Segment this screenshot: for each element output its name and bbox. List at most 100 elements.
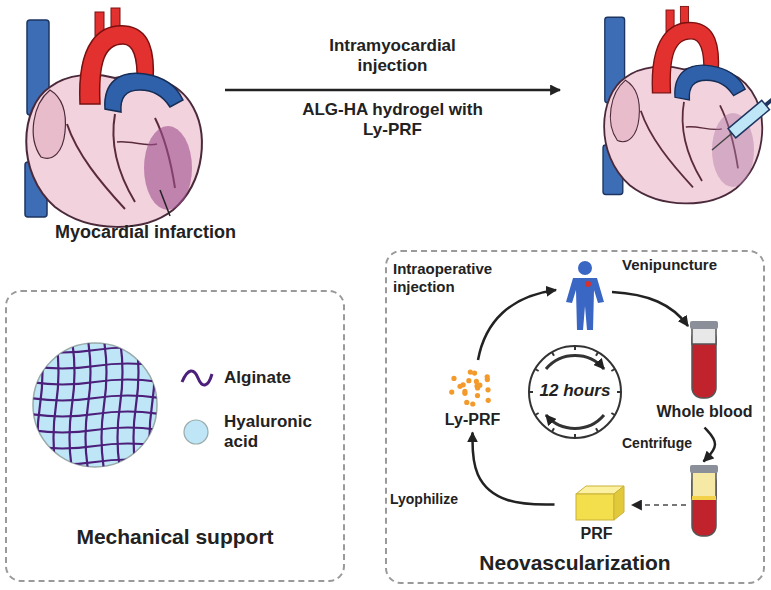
panel-box: Mechanical support (5, 290, 345, 582)
alginate-strand (70, 340, 75, 470)
annotation-text: Myocardial infarction (55, 222, 236, 242)
label-holder: ALG-HA hydrogel with Ly-PRF (300, 100, 485, 141)
prf-block (576, 486, 624, 520)
duration-label: 12 hours (540, 381, 611, 400)
prf-layer (692, 496, 716, 500)
label-holder: Venipuncture (622, 256, 737, 274)
process-arrow (225, 89, 560, 92)
tube-cap (690, 465, 718, 473)
process-arrow (704, 428, 716, 462)
tube-top (692, 328, 716, 344)
clock-face (529, 346, 621, 438)
clock-tick (574, 434, 576, 438)
particle (475, 393, 480, 398)
block-front (576, 494, 614, 520)
panel-box: Neovascularization Whole bloodPRF Ly-PRF (385, 250, 765, 584)
centrifuged-tube (690, 465, 718, 536)
clock-tick (552, 428, 554, 431)
clock-tick (535, 369, 538, 371)
clock-tick (574, 346, 576, 350)
alginate-strand (150, 340, 155, 470)
process-arrow (473, 433, 555, 505)
panel-title: Mechanical support (7, 524, 343, 549)
alginate-strand (30, 396, 160, 401)
edge-label-holder: Centrifuge (622, 434, 692, 452)
heart-treated (603, 6, 762, 203)
clock-ticks (529, 346, 621, 438)
leader-line (160, 190, 170, 216)
alginate-strand (38, 340, 43, 470)
legend-swatch-holder (176, 418, 216, 446)
alginate-strand (30, 412, 160, 417)
legend-swatch-holder (176, 364, 216, 392)
cycle-arrow (612, 292, 688, 326)
particle (449, 390, 454, 395)
syringe (708, 89, 771, 156)
particle (475, 385, 480, 390)
particle (470, 401, 475, 406)
legend-item: Hyaluronic acid (176, 412, 336, 453)
alginate-strand (30, 348, 160, 353)
particle (462, 391, 467, 396)
node-label: PRF (565, 524, 629, 543)
clock-tick (596, 352, 598, 355)
plasma-layer (692, 472, 716, 498)
node-label: Ly-PRF (438, 410, 508, 429)
step-label: Lyophilize (390, 491, 458, 507)
figure-heart (585, 281, 591, 287)
infarct-region (144, 126, 192, 210)
block-side (614, 486, 624, 520)
label-holder: 12 hours (530, 381, 620, 401)
alginate-swatch (182, 371, 212, 385)
human-figure (566, 261, 604, 330)
legend-text: Hyaluronic acid (224, 412, 336, 453)
label-holder: Myocardial infarction (55, 222, 295, 244)
particle (464, 400, 469, 405)
particle (466, 378, 471, 383)
node-label: Whole blood (655, 402, 755, 421)
annotation-text: Intramyocardial injection (329, 36, 456, 75)
blood-tube (690, 321, 718, 398)
clock-arrow (546, 415, 604, 428)
syringe-barrel (728, 100, 769, 137)
step-label: Centrifuge (622, 435, 692, 451)
legend-text: Alginate (224, 368, 336, 388)
clock-tick (617, 391, 621, 393)
ly-prf-particles (449, 370, 491, 407)
alginate-strand (134, 340, 139, 470)
clock-tick (611, 369, 614, 371)
alginate-strand (102, 340, 107, 470)
figure-head (578, 261, 592, 275)
edge-label-holder: Lyophilize (390, 490, 458, 508)
blood-tube-node: Whole blood (655, 318, 755, 428)
particle (486, 398, 491, 403)
prf-node: PRF (555, 462, 735, 548)
alginate-strand (54, 340, 59, 470)
clock-tick (535, 413, 538, 415)
cycle-arrow (478, 290, 556, 360)
annotation-text: Intraoperative injection (393, 260, 492, 295)
figure-body (566, 278, 604, 330)
alginate-strand (30, 460, 160, 465)
clock-tick (611, 413, 614, 415)
alginate-strand (30, 380, 160, 385)
tube-body (692, 472, 716, 536)
annotation-text: ALG-HA hydrogel with Ly-PRF (302, 100, 483, 139)
alginate-strand (30, 364, 160, 369)
dashed-arrow (632, 504, 686, 506)
heart-infarcted (25, 8, 202, 227)
tube-cap (690, 321, 718, 329)
clock-arrow (546, 356, 604, 369)
tube-body (692, 328, 716, 398)
clock-tick (529, 391, 533, 393)
panel-title: Neovascularization (387, 550, 763, 575)
alginate-strand (118, 340, 123, 470)
particle (451, 376, 456, 381)
label-holder: Intramyocardial injection (300, 36, 485, 77)
legend-item: Alginate (176, 364, 336, 392)
clock-tick (552, 352, 554, 355)
particle (485, 387, 490, 392)
alginate-strand (30, 444, 160, 449)
alginate-strand (86, 340, 91, 470)
